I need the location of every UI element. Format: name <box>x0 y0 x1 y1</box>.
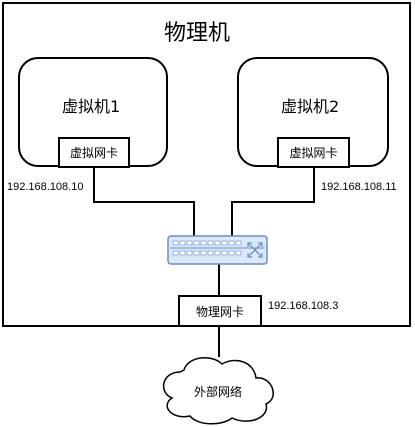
vm1-link <box>93 166 195 238</box>
external-network-label: 外部网络 <box>194 385 243 399</box>
vm2-link <box>231 166 315 238</box>
physical-nic-label: 物理网卡 <box>195 304 244 319</box>
vm1-title: 虚拟机1 <box>62 97 121 116</box>
vm2-nic-label: 虚拟网卡 <box>289 146 338 160</box>
physical-nic-ip: 192.168.108.3 <box>268 300 339 312</box>
switch-ports <box>172 240 242 256</box>
vm1-ip: 192.168.108.10 <box>7 181 84 193</box>
vm2-title: 虚拟机2 <box>281 97 340 116</box>
vm1-nic-label: 虚拟网卡 <box>69 146 118 160</box>
physical-machine-title: 物理机 <box>164 21 231 46</box>
switch-arrows <box>247 242 263 258</box>
vm1-nic: 虚拟网卡 <box>58 137 130 168</box>
physical-nic: 物理网卡 <box>178 295 262 327</box>
vm2-ip: 192.168.108.11 <box>321 181 397 193</box>
vm2-nic: 虚拟网卡 <box>277 137 350 168</box>
